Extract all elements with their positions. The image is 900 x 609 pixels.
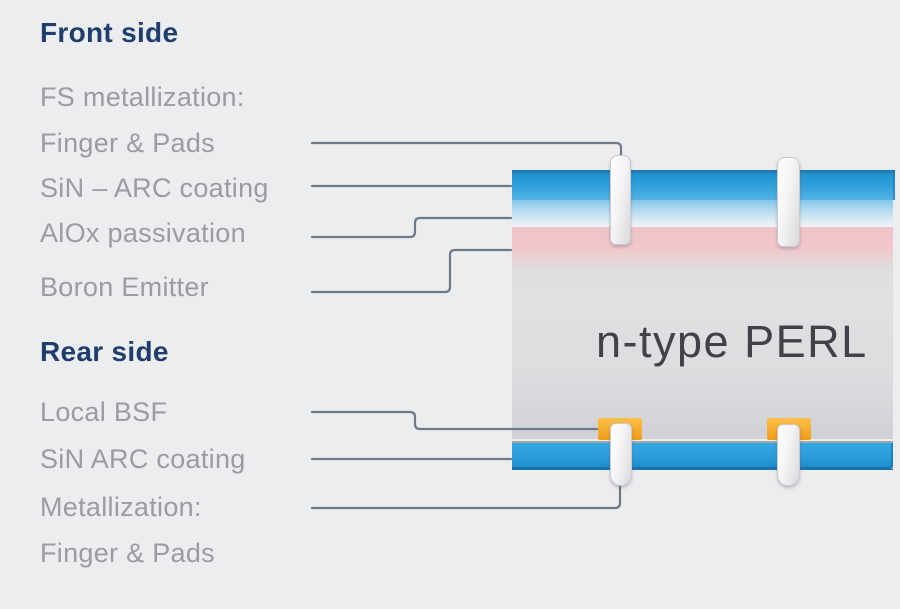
label-sin-arc-rear: SiN ARC coating — [40, 444, 246, 474]
label-alox-passivation: AlOx passivation — [40, 218, 246, 248]
front-finger-right — [777, 157, 800, 247]
heading-rear-side: Rear side — [40, 336, 169, 367]
front-finger-left — [610, 155, 631, 245]
alox-passivation-layer — [512, 200, 893, 227]
sin-arc-rear-layer — [512, 441, 893, 470]
rear-finger-left — [610, 423, 632, 486]
connector-boron-emitter — [310, 248, 513, 294]
label-metallization-rear: Metallization: — [40, 492, 202, 522]
label-sin-arc-front: SiN – ARC coating — [40, 173, 269, 203]
rear-finger-right — [777, 424, 800, 486]
connector-alox-passivation — [310, 216, 513, 239]
label-local-bsf: Local BSF — [40, 397, 168, 427]
connector-finger-pads-front — [310, 141, 623, 158]
connector-metallization-rear — [310, 482, 622, 510]
label-finger-pads-rear: Finger & Pads — [40, 538, 215, 568]
label-finger-pads-front: Finger & Pads — [40, 128, 215, 158]
label-fs-metallization: FS metallization: — [40, 82, 245, 112]
label-boron-emitter: Boron Emitter — [40, 272, 209, 302]
cell-type-label: n-type PERL — [596, 316, 868, 367]
boron-emitter-layer — [512, 227, 893, 270]
connector-local-bsf — [310, 410, 599, 431]
sin-arc-front-layer — [512, 170, 895, 200]
heading-front-side: Front side — [40, 17, 179, 48]
